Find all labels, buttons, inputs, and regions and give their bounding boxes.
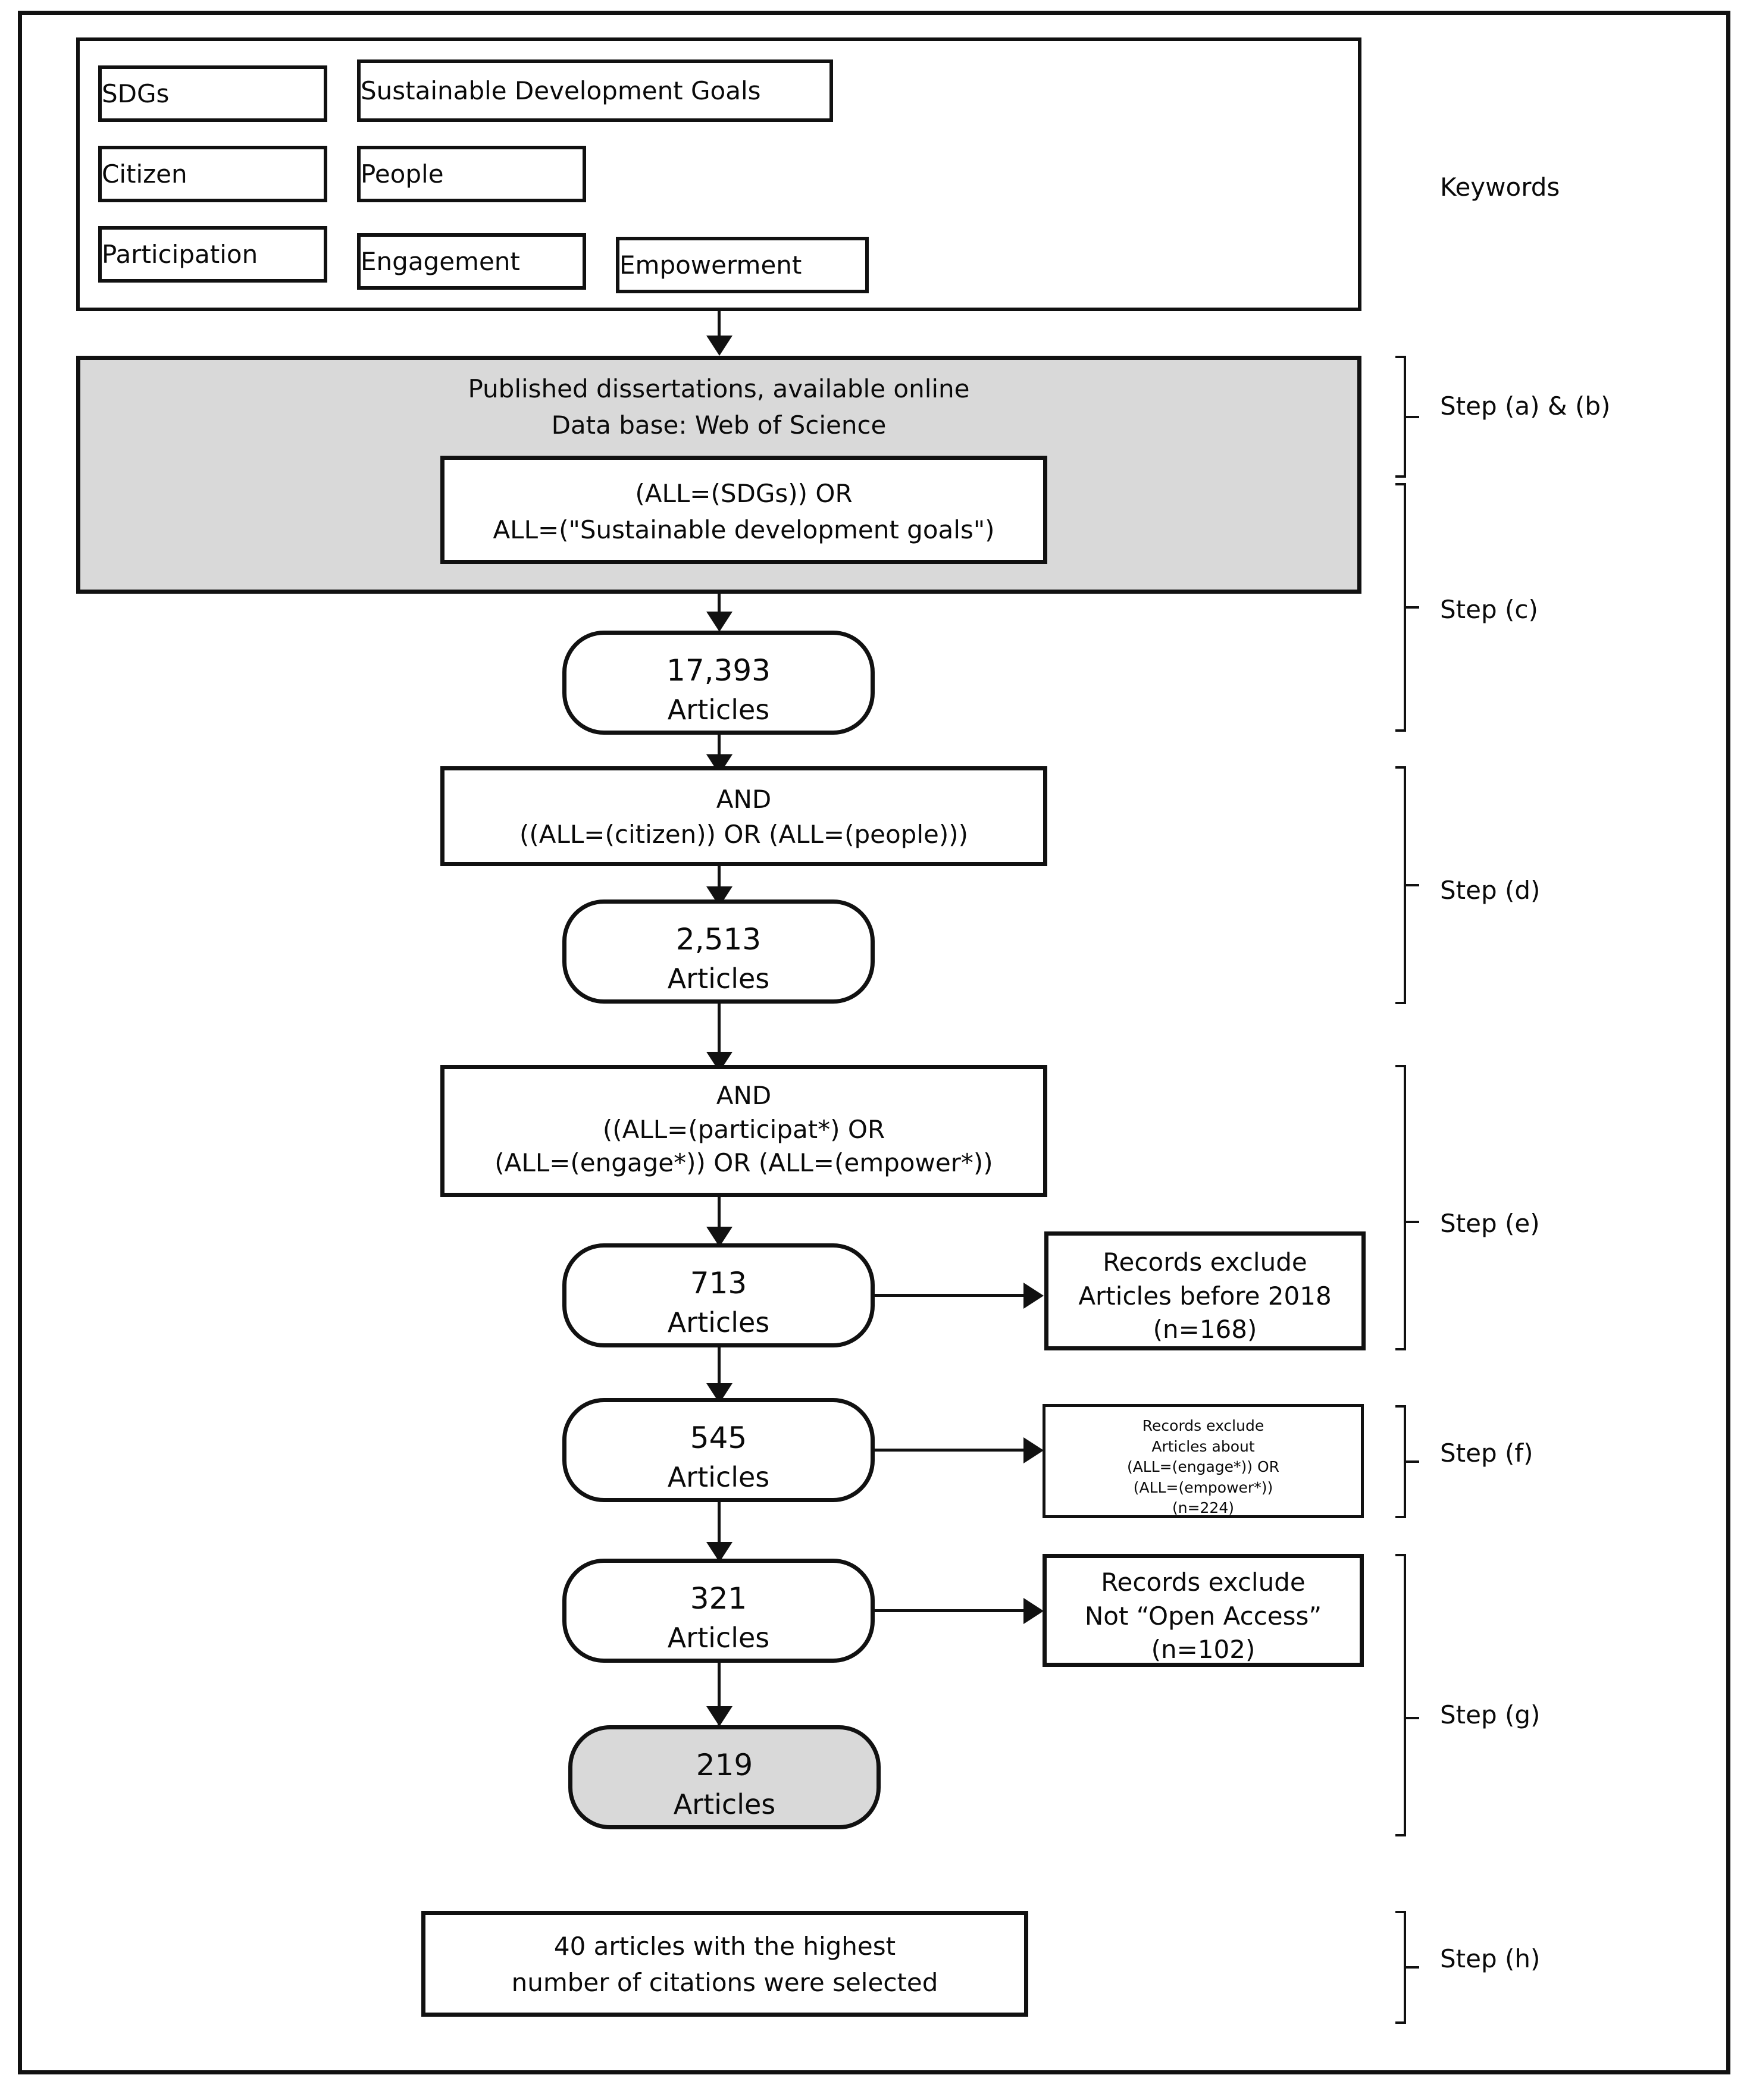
- keyword-engagement[interactable]: Engagement: [357, 233, 586, 290]
- result-count: 545: [690, 1421, 747, 1455]
- query-line1: (ALL=(SDGs)) OR: [635, 479, 853, 508]
- exclusion-line1: Records exclude: [1101, 1568, 1306, 1597]
- final-selection-box: 40 articles with the highest number of c…: [421, 1911, 1028, 2017]
- arrowhead-right: [1023, 1598, 1044, 1624]
- result-count: 17,393: [666, 653, 771, 688]
- connector-database-to-r1: [718, 594, 721, 622]
- step-label-c: Step (c): [1440, 595, 1538, 624]
- database-query-box: (ALL=(SDGs)) OR ALL=("Sustainable develo…: [440, 456, 1047, 564]
- connector-keywords-to-database: [718, 311, 721, 346]
- step-label-f: Step (f): [1440, 1438, 1533, 1468]
- query-line3: (ALL=(engage*)) OR (ALL=(empower*)): [494, 1148, 993, 1178]
- step-bracket-e: [1395, 1065, 1420, 1350]
- connector-r4-to-e2: [875, 1449, 1029, 1452]
- connector-r3-to-e1: [875, 1294, 1029, 1297]
- keyword-label: Participation: [102, 240, 258, 269]
- arrowhead-down: [706, 612, 732, 632]
- connector-r3-to-r4: [718, 1347, 721, 1402]
- query-line1: AND: [716, 785, 772, 814]
- result-node-545: 545 Articles: [562, 1398, 875, 1502]
- connector-q2-to-r3: [718, 1197, 721, 1246]
- result-node-219-final: 219 Articles: [568, 1725, 881, 1829]
- arrowhead-down: [706, 1706, 732, 1726]
- connector-r4-to-r5: [718, 1502, 721, 1562]
- result-unit: Articles: [667, 1306, 770, 1339]
- result-unit: Articles: [667, 694, 770, 726]
- step-label-h: Step (h): [1440, 1944, 1541, 1973]
- exclusion-line3: (n=102): [1151, 1635, 1256, 1665]
- step-bracket-c: [1395, 483, 1420, 732]
- step-bracket-d: [1395, 766, 1420, 1004]
- keyword-label: Citizen: [102, 159, 187, 189]
- arrowhead-right: [1023, 1437, 1044, 1463]
- exclusion-line4: (ALL=(empower*)): [1133, 1478, 1273, 1496]
- keyword-label: SDGs: [102, 79, 170, 108]
- connector-q1-to-r2: [718, 866, 721, 897]
- result-unit: Articles: [667, 963, 770, 995]
- query-line2: ALL=("Sustainable development goals"): [493, 515, 995, 544]
- keyword-sustainable-development-goals[interactable]: Sustainable Development Goals: [357, 59, 833, 122]
- exclusion-line5: (n=224): [1172, 1499, 1235, 1516]
- keyword-label: Empowerment: [619, 250, 802, 280]
- keyword-label: People: [361, 159, 444, 189]
- query-box-citizen-people: AND ((ALL=(citizen)) OR (ALL=(people))): [440, 766, 1047, 866]
- step-bracket-h: [1395, 1911, 1420, 2024]
- result-node-17393: 17,393 Articles: [562, 631, 875, 735]
- database-line2: Data base: Web of Science: [551, 410, 887, 440]
- arrowhead-right: [1023, 1283, 1044, 1309]
- result-unit: Articles: [667, 1461, 770, 1493]
- exclusion-line1: Records exclude: [1142, 1417, 1264, 1434]
- keyword-participation[interactable]: Participation: [98, 226, 327, 283]
- final-line2: number of citations were selected: [511, 1967, 938, 1997]
- exclusion-box-open-access: Records exclude Not “Open Access” (n=102…: [1043, 1554, 1364, 1667]
- result-node-713: 713 Articles: [562, 1243, 875, 1347]
- result-unit: Articles: [673, 1788, 776, 1820]
- result-node-321: 321 Articles: [562, 1559, 875, 1663]
- connector-r5-to-e3: [875, 1609, 1029, 1612]
- connector-r2-to-q2: [718, 1004, 721, 1068]
- database-block: Published dissertations, available onlin…: [76, 356, 1361, 594]
- exclusion-box-engage-empower: Records exclude Articles about (ALL=(eng…: [1043, 1404, 1364, 1518]
- keyword-people[interactable]: People: [357, 146, 586, 202]
- database-line1: Published dissertations, available onlin…: [468, 374, 970, 403]
- step-label-g: Step (g): [1440, 1700, 1541, 1729]
- keywords-group-label: Keywords: [1440, 173, 1560, 202]
- arrowhead-down: [706, 336, 732, 356]
- result-count: 2,513: [675, 922, 762, 957]
- keyword-empowerment[interactable]: Empowerment: [616, 237, 869, 293]
- keyword-sdgs[interactable]: SDGs: [98, 65, 327, 122]
- exclusion-line3: (n=168): [1153, 1315, 1257, 1344]
- step-bracket-g: [1395, 1554, 1420, 1836]
- step-label-e: Step (e): [1440, 1209, 1540, 1238]
- final-line1: 40 articles with the highest: [553, 1932, 896, 1961]
- query-line2: ((ALL=(citizen)) OR (ALL=(people))): [519, 819, 968, 849]
- result-count: 321: [690, 1581, 747, 1616]
- connector-r1-to-q1: [718, 735, 721, 764]
- connector-r5-to-r6: [718, 1663, 721, 1728]
- exclusion-line3: (ALL=(engage*)) OR: [1126, 1458, 1280, 1475]
- query-box-participation: AND ((ALL=(participat*) OR (ALL=(engage*…: [440, 1065, 1047, 1197]
- exclusion-line1: Records exclude: [1103, 1248, 1307, 1277]
- result-count: 713: [690, 1266, 747, 1300]
- exclusion-line2: Articles before 2018: [1078, 1281, 1332, 1311]
- diagram-outer-frame: [18, 11, 1730, 2074]
- step-label-ab: Step (a) & (b): [1440, 391, 1611, 421]
- result-count: 219: [696, 1748, 753, 1782]
- exclusion-box-before-2018: Records exclude Articles before 2018 (n=…: [1044, 1231, 1366, 1350]
- result-unit: Articles: [667, 1622, 770, 1654]
- step-bracket-f: [1395, 1405, 1420, 1518]
- step-bracket-ab: [1395, 356, 1420, 478]
- keyword-label: Engagement: [361, 247, 520, 276]
- exclusion-line2: Articles about: [1151, 1437, 1255, 1455]
- step-label-d: Step (d): [1440, 876, 1541, 905]
- query-line1: AND: [716, 1081, 772, 1110]
- result-node-2513: 2,513 Articles: [562, 899, 875, 1004]
- exclusion-line2: Not “Open Access”: [1084, 1601, 1322, 1631]
- query-line2: ((ALL=(participat*) OR: [602, 1114, 885, 1144]
- keyword-citizen[interactable]: Citizen: [98, 146, 327, 202]
- keyword-label: Sustainable Development Goals: [361, 76, 761, 105]
